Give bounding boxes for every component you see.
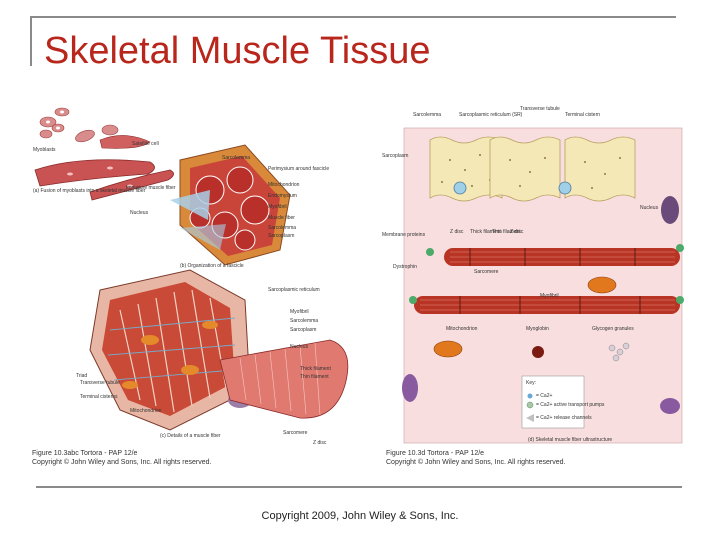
lower-cell-1 [402, 374, 418, 402]
label-thick-filament: Thick filament [300, 366, 331, 372]
label-r-key-1: = Ca2+ [536, 393, 553, 399]
myoblasts-drawing [39, 107, 119, 143]
lower-cell-2 [660, 398, 680, 414]
label-sarcolemma-2: Sarcolemma [268, 225, 297, 231]
sr-block-left [429, 136, 503, 202]
myoglobin-drop [532, 346, 544, 358]
key-pump-dot [526, 401, 534, 409]
right-credit-line2: Copyright © John Wiley and Sons, Inc. Al… [386, 459, 566, 466]
nucleus-shape [661, 196, 679, 224]
title-rule-top [30, 16, 676, 18]
key-ca-dot [527, 393, 533, 399]
label-sarcomere: Sarcomere [283, 430, 308, 436]
right-credit-line1: Figure 10.3d Tortora - PAP 12/e [386, 450, 485, 457]
label-r-key: Key: [526, 380, 537, 386]
label-r-z-disc: Z disc [450, 229, 464, 235]
label-terminal-cisterns: Terminal cisterns [80, 394, 118, 400]
t-tubule-1 [453, 181, 467, 195]
slide-footer: Copyright 2009, John Wiley & Sons, Inc. [261, 510, 459, 522]
label-mitochondrion-2: Mitochondrion [130, 408, 162, 414]
label-organization: (b) Organization of a fascicle [180, 263, 244, 269]
label-r-key-3: = Ca2+ release channels [536, 415, 592, 421]
membrane-protein-3 [676, 244, 684, 252]
left-credit-line1: Figure 10.3abc Tortora - PAP 12/e [32, 450, 138, 457]
label-r-terminal-cistern: Terminal cistern [565, 112, 601, 118]
label-r-myoglobin: Myoglobin [526, 326, 549, 332]
membrane-protein-2 [409, 296, 417, 304]
label-muscle-fiber: Muscle fiber [268, 215, 295, 221]
label-r-membrane: Membrane proteins [382, 232, 426, 238]
label-satellite-cell: Satellite cell [132, 141, 159, 147]
label-r-nucleus: Nucleus [640, 205, 659, 211]
mitochondrion-1 [587, 276, 617, 294]
ultrastructure-illustration [402, 127, 684, 444]
label-r-dystrophin: Dystrophin [393, 264, 417, 270]
label-details: (c) Details of a muscle fiber [160, 433, 221, 439]
membrane-protein-1 [426, 248, 434, 256]
label-thin-filament: Thin filament [300, 374, 329, 380]
immature-fiber-drawing [34, 135, 174, 201]
membrane-protein-4 [676, 296, 684, 304]
label-r-glycogen: Glycogen granules [592, 326, 634, 332]
label-r-key-2: = Ca2+ active transport pumps [536, 402, 605, 408]
label-r-sarcomere: Sarcomere [474, 269, 499, 275]
myofibril-1 [444, 248, 680, 266]
label-r-myofibril: Myofibril [540, 293, 559, 299]
label-r-sarcoplasm: Sarcoplasm [382, 153, 409, 159]
label-r-thin: Thin filament [492, 229, 521, 235]
label-sarcolemma-3: Sarcolemma [290, 318, 319, 324]
label-t-tubule: Transverse tubule [80, 380, 120, 386]
fiber-detail-drawing [89, 269, 349, 431]
slide-title: Skeletal Muscle Tissue [44, 30, 431, 72]
right-figure-credit: Figure 10.3d Tortora - PAP 12/e Copyrigh… [386, 449, 565, 467]
label-r-sarcolemma: Sarcolemma [413, 112, 442, 118]
label-z-disc: Z disc [313, 440, 327, 446]
footer-rule [36, 486, 682, 488]
title-rule-left [30, 16, 32, 66]
label-r-sr: Sarcoplasmic reticulum (SR) [459, 112, 523, 118]
key-channel-shape [526, 414, 534, 422]
label-myofibril-2: Myofibril [290, 309, 309, 315]
label-r-t-tubule: Transverse tubule [520, 106, 560, 112]
fascicle-drawing [170, 144, 291, 266]
label-myofibril: Myofibril [268, 204, 287, 210]
label-nucleus: Nucleus [130, 210, 149, 216]
label-sarcoplasm-2: Sarcoplasm [290, 327, 317, 333]
left-credit-line2: Copyright © John Wiley and Sons, Inc. Al… [32, 459, 212, 466]
label-endomysium: Endomysium [268, 193, 297, 199]
label-r-thick: Thick filament [470, 229, 501, 235]
label-r-mitochondrion: Mitochondrion [446, 326, 478, 332]
sr-block-mid [489, 136, 561, 202]
mitochondrion-2 [433, 340, 463, 358]
label-fascicle: Perimysium around fascicle [268, 166, 330, 172]
label-triad: Triad [76, 373, 88, 379]
glycogen-cluster [608, 342, 630, 362]
label-sarcoplasm: Sarcoplasm [268, 233, 295, 239]
label-sr: Sarcoplasmic reticulum [268, 287, 320, 293]
label-r-caption: (d) Skeletal muscle fiber ultrastructure [528, 437, 613, 443]
label-mitochondrion: Mitochondrion [268, 182, 300, 188]
label-immature-fiber: Immature muscle fiber [126, 185, 176, 191]
label-myoblasts: Myoblasts [33, 147, 56, 153]
label-sarcolemma: Sarcolemma [222, 155, 251, 161]
label-fusion: (a) Fusion of myoblasts into a skeletal … [33, 188, 146, 194]
label-r-z-disc-2: Z disc [510, 229, 524, 235]
muscle-fiber-illustration [34, 107, 349, 431]
myofibril-2 [414, 296, 680, 314]
t-tubule-2 [558, 181, 572, 195]
sr-block-right [564, 136, 636, 202]
label-nucleus-2: Nucleus [290, 344, 309, 350]
left-figure-credit: Figure 10.3abc Tortora - PAP 12/e Copyri… [32, 449, 211, 467]
